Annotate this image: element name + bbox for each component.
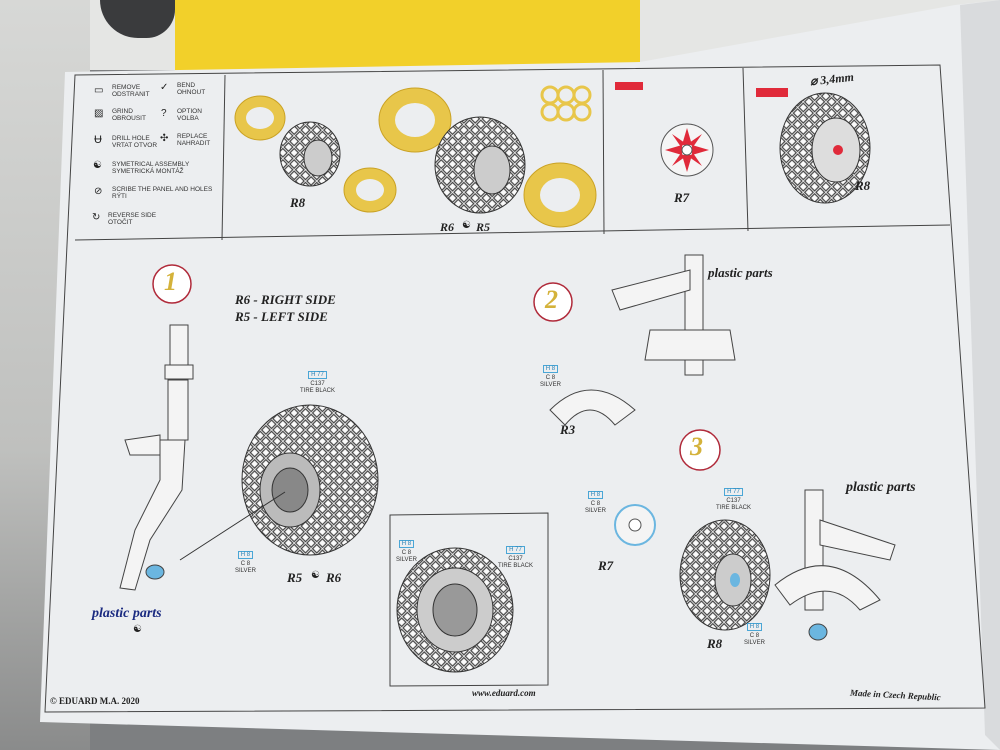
wheel-step-1: [179, 404, 379, 561]
label-r7-top: R7: [674, 190, 690, 205]
symmetrical-icon-2: ☯: [133, 624, 142, 635]
top-panel-1: [234, 95, 397, 213]
yellow-paper: [175, 0, 640, 72]
grind-icon: ▨: [94, 108, 104, 119]
assembly-step-3: [614, 489, 896, 641]
step-2-number: 2: [545, 285, 558, 314]
label-r8-top-right: R8: [855, 178, 871, 193]
label-r5: R5: [287, 570, 303, 585]
label-r8: R8: [707, 636, 723, 651]
symmetrical-icon-3: ☯: [311, 570, 320, 581]
landing-strut-1: [119, 324, 194, 591]
plastic-parts-1: plastic parts: [92, 606, 162, 621]
side-note-r6: R6 - RIGHT SIDE: [235, 292, 336, 307]
website: www.eduard.com: [472, 688, 536, 698]
wheel-detail: [396, 547, 514, 673]
label-r6-top: R6: [440, 220, 455, 234]
option-icon: ?: [161, 108, 167, 119]
top-panel-4: [756, 88, 871, 204]
label-r6: R6: [326, 570, 342, 585]
remove-icon: ▭: [94, 85, 104, 96]
label-r3: R3: [560, 422, 576, 437]
label-r7: R7: [598, 558, 614, 573]
symmetrical-icon: ☯: [462, 220, 471, 231]
plastic-parts-3: plastic parts: [846, 480, 916, 495]
side-note-r5: R5 - LEFT SIDE: [235, 309, 328, 324]
copyright: © EDUARD M.A. 2020: [50, 696, 140, 706]
top-panel-2: [378, 85, 597, 228]
reverse-side-icon: ↻: [92, 212, 101, 223]
symmetrical-assembly-icon: ☯: [93, 160, 102, 171]
bend-icon: ✓: [160, 82, 169, 93]
label-r8-top: R8: [290, 195, 306, 210]
assembly-step-2: [549, 254, 736, 426]
top-panel-3: [615, 82, 714, 177]
drill-hole-icon: Ʉ: [94, 134, 102, 146]
scribe-icon: ⊘: [94, 186, 103, 197]
replace-icon: ✣: [160, 133, 169, 144]
step-3-number: 3: [690, 432, 703, 461]
plastic-parts-2: plastic parts: [708, 265, 773, 280]
step-1-number: 1: [164, 267, 177, 296]
label-r5-top: R5: [476, 220, 491, 234]
